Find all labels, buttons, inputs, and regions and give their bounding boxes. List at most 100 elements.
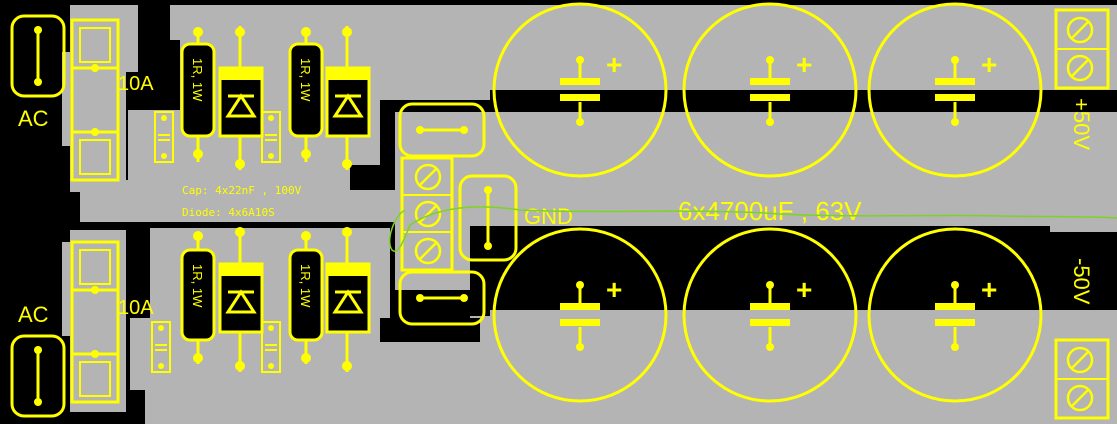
resistor-4: 1R, 1W <box>288 231 324 364</box>
screw-icon <box>1066 16 1094 44</box>
small-cap-1 <box>154 111 174 163</box>
rect <box>288 42 324 138</box>
pad <box>416 126 424 134</box>
screw-icon <box>414 163 442 191</box>
capacitor-outline <box>867 227 1043 403</box>
capacitor-plate-pos <box>560 303 600 310</box>
rect <box>180 248 216 342</box>
copper-pour-bridge-top <box>128 110 186 190</box>
pad <box>34 398 42 406</box>
pad <box>951 343 959 351</box>
capacitor-polarity-mark: + <box>981 49 997 80</box>
copper-pour-neg-right <box>490 310 1117 424</box>
pad <box>342 227 352 237</box>
pad <box>484 186 492 194</box>
diode-spec-text: Diode: 4x6A10S <box>182 206 275 219</box>
terminal-block-pos <box>1054 8 1110 90</box>
bulk-capacitor-4: + <box>492 227 668 403</box>
pad <box>235 27 245 37</box>
resistor-label: 1R, 1W <box>298 58 313 102</box>
small-cap-3 <box>151 321 171 373</box>
capacitor-polarity-mark: + <box>981 274 997 305</box>
capacitor-outline <box>492 2 668 178</box>
terminal-block-neg <box>1054 338 1110 420</box>
screw-icon <box>414 200 442 228</box>
rect <box>154 111 174 163</box>
pad <box>1066 54 1094 82</box>
rect <box>288 248 324 342</box>
capacitor-plate-neg <box>750 319 790 326</box>
pad <box>460 294 468 302</box>
rect <box>261 321 281 373</box>
bulk-capacitor-3: + <box>867 2 1043 178</box>
resistor-3: 1R, 1W <box>180 231 216 364</box>
pad <box>193 231 203 241</box>
line <box>419 168 437 186</box>
pad <box>766 281 774 289</box>
path <box>332 93 364 118</box>
pad <box>301 27 311 37</box>
screw-icon <box>414 237 442 265</box>
pad <box>34 78 42 86</box>
pad <box>268 115 274 121</box>
pad <box>301 231 311 241</box>
pad <box>576 56 584 64</box>
small-cap-4 <box>261 321 281 373</box>
capacitor-plate-pos <box>935 303 975 310</box>
line <box>419 205 437 223</box>
capacitor-outline <box>682 227 858 403</box>
terminal-block-middle <box>400 156 454 272</box>
pad <box>268 363 274 369</box>
pad <box>414 163 442 191</box>
resistor-label: 1R, 1W <box>190 58 205 102</box>
rect <box>180 42 216 138</box>
pad <box>460 126 468 134</box>
line <box>1071 21 1089 39</box>
pad <box>158 325 164 331</box>
diode-4 <box>325 227 371 372</box>
fuse-top-outline <box>70 18 120 182</box>
pad <box>414 237 442 265</box>
bulk-capacitor-2: + <box>682 2 858 178</box>
capacitor-plate-pos <box>750 303 790 310</box>
copper-pour-bridge-mid <box>80 150 400 222</box>
rect <box>151 321 171 373</box>
capacitor-plate-pos <box>560 78 600 85</box>
capacitor-polarity-mark: + <box>796 49 812 80</box>
capacitor-polarity-mark: + <box>796 274 812 305</box>
rect <box>79 249 111 285</box>
pad <box>301 353 311 363</box>
bulk-capacitor-6: + <box>867 227 1043 403</box>
pad <box>766 118 774 126</box>
bulk-capacitor-1: + <box>492 2 668 178</box>
ac-connector-bottom-outline <box>10 334 66 418</box>
capacitor-plate-pos <box>750 78 790 85</box>
capacitor-polarity-mark: + <box>606 49 622 80</box>
diode-1 <box>218 26 264 170</box>
ac-label-bottom: AC <box>18 302 49 327</box>
rect <box>327 68 369 80</box>
pad <box>951 281 959 289</box>
rect <box>79 361 111 397</box>
rect <box>398 102 486 158</box>
rect <box>220 68 262 80</box>
ac-connector-top <box>10 14 66 98</box>
path <box>225 93 257 118</box>
capacitor-polarity-mark: + <box>606 274 622 305</box>
pad <box>235 361 245 371</box>
pad <box>576 281 584 289</box>
resistor-label: 1R, 1W <box>190 264 205 308</box>
pad <box>193 149 203 159</box>
pad <box>91 350 99 358</box>
capacitor-outline <box>682 2 858 178</box>
screw-icon <box>1066 54 1094 82</box>
bulk-capacitor-5: + <box>682 227 858 403</box>
pad <box>161 153 167 159</box>
gnd-label: GND <box>524 204 573 229</box>
screw-icon <box>1066 384 1094 412</box>
pad <box>484 242 492 250</box>
jumper-bottom <box>398 270 486 326</box>
line <box>1071 351 1089 369</box>
rect <box>327 264 369 276</box>
